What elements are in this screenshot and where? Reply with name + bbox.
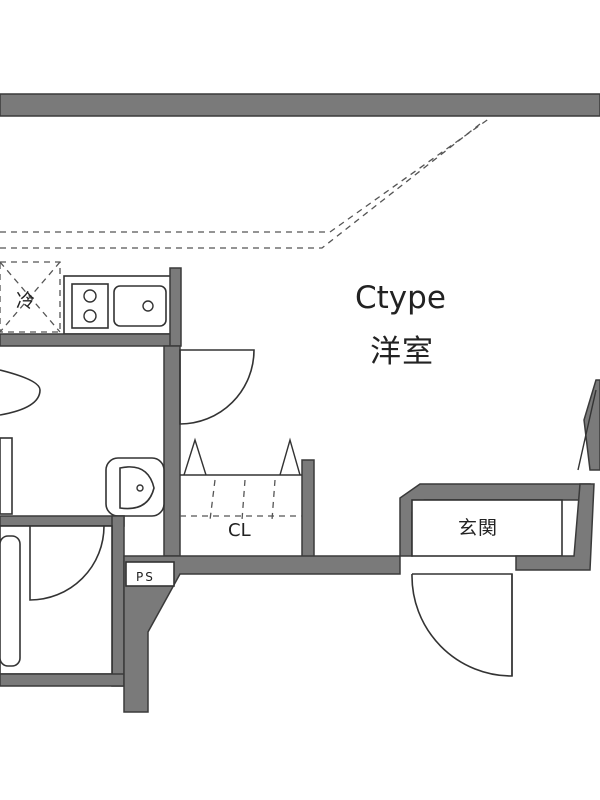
right-wall <box>583 379 600 471</box>
bath-door-swing <box>29 525 105 601</box>
closet-hanger <box>209 479 216 521</box>
balcony-dashed-outline <box>0 117 491 233</box>
washbasin-edge <box>0 369 41 416</box>
left-storage <box>0 437 13 515</box>
kitchen-sink <box>113 285 167 327</box>
entrance-label: 玄関 <box>458 517 499 539</box>
toilet-button-icon <box>136 484 144 492</box>
front-door-swing <box>411 573 513 677</box>
closet-door-left <box>183 437 207 476</box>
entrance-lower-wall <box>515 483 595 571</box>
fridge-label: 冷 <box>16 290 36 312</box>
sink-drain-icon <box>142 300 154 312</box>
fridge-space <box>0 261 61 333</box>
room-type-label: Ctype <box>355 280 446 316</box>
burner-icon <box>83 309 97 323</box>
bathroom-wall-right <box>111 515 125 687</box>
kitchen-side-wall <box>169 267 182 347</box>
closet-wall <box>301 459 315 561</box>
partition-wall <box>163 345 181 557</box>
burner-icon <box>83 289 97 303</box>
pipe-space <box>125 561 175 587</box>
kitchen-door-swing <box>179 349 255 425</box>
entrance-box <box>411 499 563 557</box>
closet-hanger <box>241 479 246 521</box>
bathroom-wall <box>0 515 125 527</box>
closet-label: CL <box>228 520 251 541</box>
window-line <box>577 389 597 471</box>
stove <box>71 283 109 329</box>
top-wall <box>0 93 600 117</box>
bathtub <box>0 535 21 667</box>
pipe-space-label: PS <box>136 570 155 584</box>
closet-hanger <box>271 479 276 521</box>
room-name-label: 洋室 <box>370 334 434 370</box>
kitchen-counter-back <box>0 333 181 347</box>
balcony-dashed-outline-inner <box>0 123 481 249</box>
fridge-cross <box>0 261 61 333</box>
closet-door-right <box>279 437 301 476</box>
bathroom-bottom-wall <box>0 673 125 687</box>
